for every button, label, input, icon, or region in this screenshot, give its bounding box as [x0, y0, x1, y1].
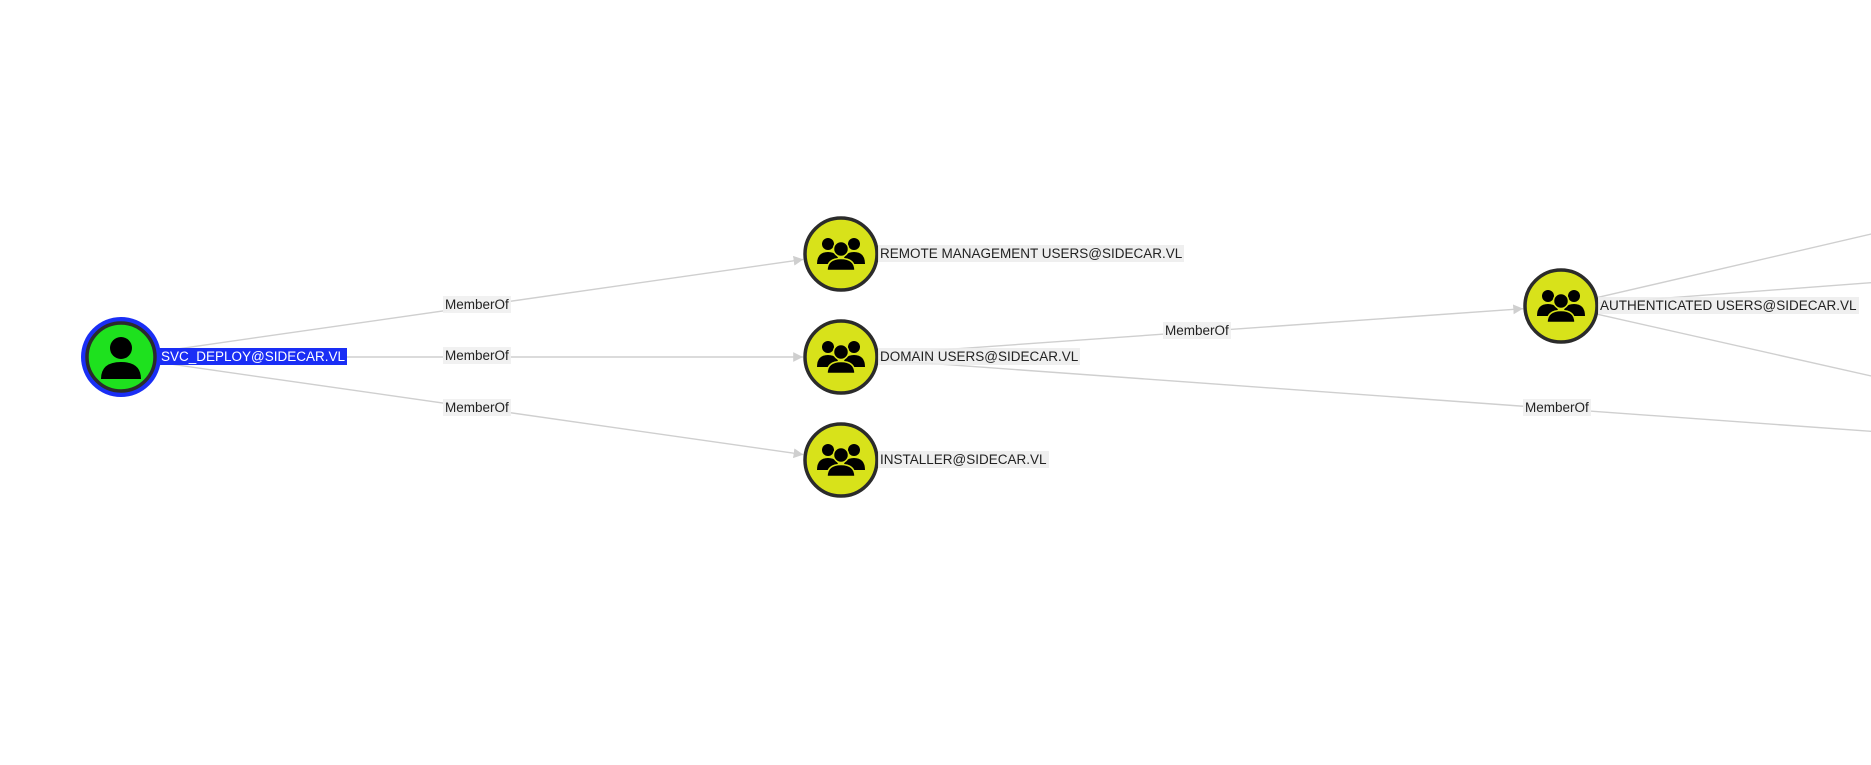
node-label-au[interactable]: AUTHENTICATED USERS@SIDECAR.VL — [1598, 297, 1859, 314]
node-label-du[interactable]: DOMAIN USERS@SIDECAR.VL — [878, 348, 1081, 365]
node-inst[interactable] — [803, 422, 879, 498]
node-rmu[interactable] — [803, 216, 879, 292]
node-label-rmu[interactable]: REMOTE MANAGEMENT USERS@SIDECAR.VL — [878, 245, 1185, 262]
node-svc[interactable] — [81, 317, 161, 397]
edge-au-offscreen-2[interactable] — [1595, 232, 1871, 299]
node-label-inst[interactable]: INSTALLER@SIDECAR.VL — [878, 451, 1049, 468]
node-label-svc[interactable]: SVC_DEPLOY@SIDECAR.VL — [159, 348, 348, 365]
edge-label-svc-inst[interactable]: MemberOf — [443, 399, 511, 416]
edge-label-svc-rmu[interactable]: MemberOf — [443, 296, 511, 313]
edge-au-offscreen-4[interactable] — [1595, 313, 1871, 378]
group-icon — [817, 341, 865, 375]
group-icon — [817, 238, 865, 272]
edge-du-offscreen-1[interactable] — [876, 358, 1871, 433]
group-icon — [817, 444, 865, 478]
edge-label-du-offscreen-1[interactable]: MemberOf — [1523, 399, 1591, 416]
edge-label-svc-du[interactable]: MemberOf — [443, 347, 511, 364]
edge-label-du-au[interactable]: MemberOf — [1163, 322, 1231, 339]
group-icon — [1537, 290, 1585, 324]
node-au[interactable] — [1523, 268, 1599, 344]
node-du[interactable] — [803, 319, 879, 395]
user-icon — [101, 337, 141, 379]
